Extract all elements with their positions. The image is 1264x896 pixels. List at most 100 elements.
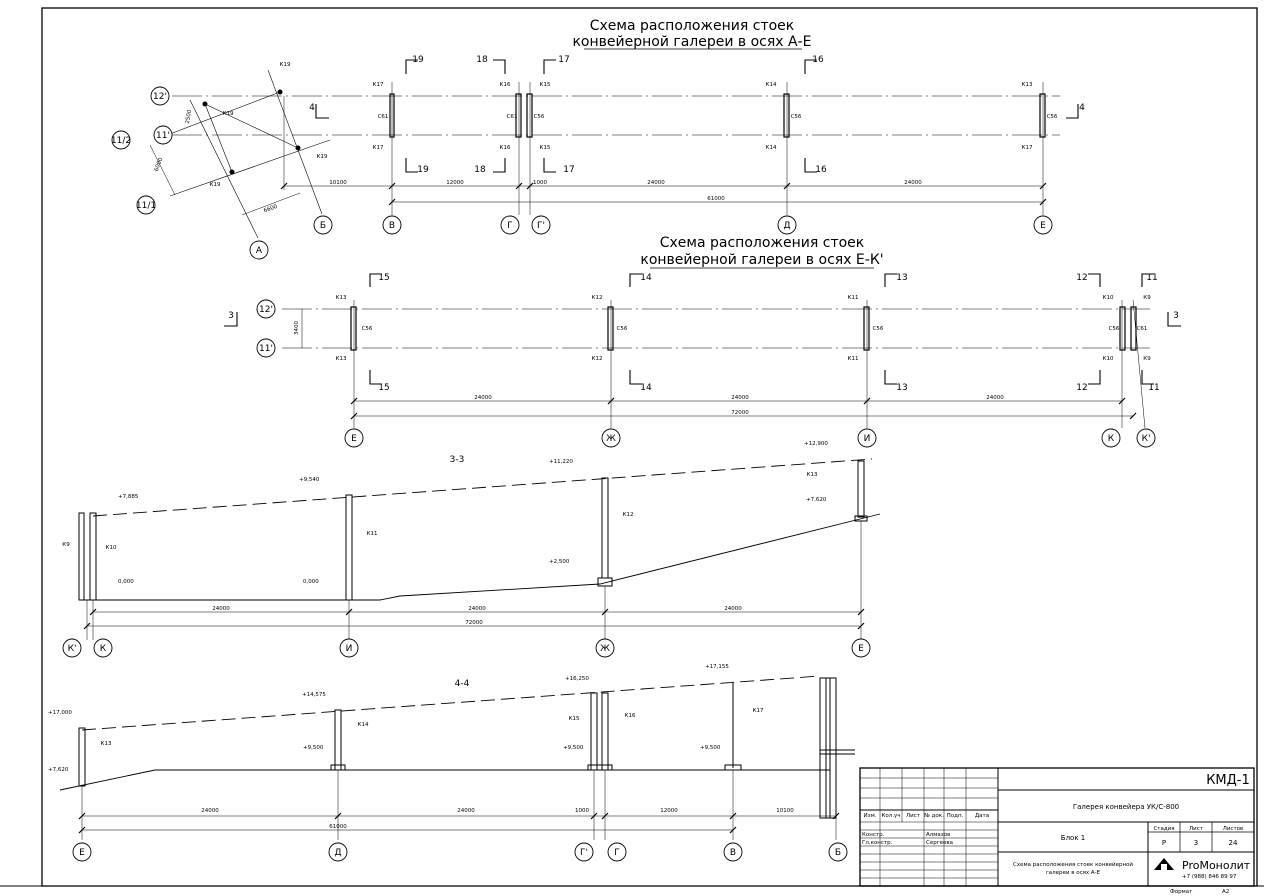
sec44-axis-bubble-4-label: В <box>730 848 736 858</box>
sec44-elev-top-3: +17,155 <box>705 664 729 670</box>
plan1-title-2: конвейерной галереи в осях А-Е <box>572 34 811 50</box>
sec33-axis-bubble-1-label: К <box>100 644 107 654</box>
sec44-axis-bubble-1-label: Д <box>334 848 341 858</box>
plan2-row-bubble-1-label: 11' <box>259 344 273 354</box>
plan2-col-tag-top-3: К10 <box>1103 295 1114 301</box>
plan1-row-bubble-2 <box>111 130 131 150</box>
sec33-axis-bubble-3 <box>595 638 615 658</box>
plan2-section-bottom-3: 12 <box>1076 383 1087 393</box>
plan2-axis-bubble-4-label: К' <box>1142 434 1151 444</box>
sec44-axis-bubble-3-label: Г <box>614 848 620 858</box>
sec33-col-tag-0: К9 <box>62 542 70 548</box>
sec44-elev-low-1: +9,500 <box>303 745 324 751</box>
sec44-axis-bubble-0-label: Е <box>79 848 85 858</box>
stamp-role-1: Гл.констр. <box>862 840 893 846</box>
stamp-block: Блок 1 <box>1061 834 1085 842</box>
plan1-row-bubble-1 <box>153 125 173 145</box>
plan2-title-2: конвейерной галереи в осях Е-К' <box>640 252 883 268</box>
plan2-section-bottom-1: 14 <box>640 383 652 393</box>
sec33-col-tag-2: К11 <box>367 531 378 537</box>
sec33-elev-top-3: +12,900 <box>804 441 828 447</box>
plan1-beam-tag-4: С56 <box>1047 114 1058 120</box>
sec33-elev-top-0: +7,885 <box>118 494 139 500</box>
plan2-col-tag-bottom-4: К9 <box>1143 356 1151 362</box>
plan2-axis-bubble-3 <box>1101 428 1121 448</box>
plan2-dim-2: 24000 <box>986 395 1004 401</box>
plan2-col-tag-bottom-2: К11 <box>848 356 859 362</box>
plan2-col-tag-top-4: К9 <box>1143 295 1151 301</box>
plan2-beam-tag-2: С56 <box>873 326 884 332</box>
stamp-role-0: Констр. <box>862 832 885 838</box>
plan1-oblique-bubble-0 <box>249 240 269 260</box>
plan2-section-bottom-4: 11 <box>1148 383 1159 393</box>
sec33-elev-low-3: +7,620 <box>806 497 827 503</box>
plan1-axis-bubble-0 <box>382 215 402 235</box>
sec44-axis-bubble-1 <box>328 842 348 862</box>
sec44-axis-bubble-3 <box>607 842 627 862</box>
plan1-section-top-0: 19 <box>412 55 424 65</box>
sec44-total-dim: 61000 <box>329 824 347 830</box>
outer-frame <box>41 7 1258 887</box>
sec33-elev-top-1: +9,540 <box>299 477 320 483</box>
plan1-axis-bubble-3-label: Д <box>783 221 790 231</box>
plan1-beam-tag-1: С61 <box>507 114 518 120</box>
plan2-side-mark-right: 3 <box>1173 311 1179 321</box>
sec33-col-tag-4: К13 <box>807 472 818 478</box>
sec44-col-tag-4: К17 <box>753 708 764 714</box>
section-3-3: 3-3 <box>78 455 881 640</box>
plan1-dim-1: 12000 <box>446 180 464 186</box>
plan1-row-bubble-0 <box>150 86 170 106</box>
sec44-col-tag-0: К13 <box>101 741 112 747</box>
plan2-section-bottom-0: 15 <box>378 383 389 393</box>
sec33-elev-top-2: +11,220 <box>549 459 573 465</box>
plan2-section-top-1: 14 <box>640 273 652 283</box>
plan1-axis-bubble-2-label: Г' <box>537 221 545 231</box>
sec44-axis-bubble-2-label: Г' <box>580 848 588 858</box>
sec33-axis-bubble-2-label: И <box>346 644 353 654</box>
plan2-section-top-4: 11 <box>1146 273 1157 283</box>
sec33-elev-low-1: 0,000 <box>303 579 319 585</box>
sec44-elev-top-2: +16,250 <box>565 676 589 682</box>
plan1-beam-tag-3: С56 <box>791 114 802 120</box>
sec33-axis-bubble-1 <box>93 638 113 658</box>
plan1-oblique-bubble-0-label: А <box>256 246 263 256</box>
sec44-title: 4-4 <box>455 679 470 689</box>
sec33-dim-1: 24000 <box>468 606 486 612</box>
sec44-dim-4: 10100 <box>776 808 794 814</box>
plan1-title-1: Схема расположения стоек <box>590 18 795 34</box>
plan2-axis-bubble-0-label: Е <box>351 434 357 444</box>
plan2-axis-bubble-4 <box>1136 428 1156 448</box>
plan2-section-top-2: 13 <box>896 273 907 283</box>
plan2-col-tag-bottom-3: К10 <box>1103 356 1114 362</box>
stamp-name-0: Алмазов <box>926 832 950 838</box>
plan1-col-tag-bottom-4: К17 <box>1022 145 1033 151</box>
sec33-col-tag-1: К10 <box>106 545 117 551</box>
plan1-oblique-tag-1: К19 <box>223 111 234 117</box>
sec33-axis-bubble-4-label: Е <box>858 644 864 654</box>
plan1-col-tag-top-1: К16 <box>500 82 511 88</box>
plan1-row-bubble-3-label: 11/1 <box>136 201 156 211</box>
plan1-axis-bubble-4 <box>1033 215 1053 235</box>
plan1-col-tag-bottom-1: К16 <box>500 145 511 151</box>
plan1-col-tag-bottom-0: К17 <box>373 145 384 151</box>
plan1-section-bottom-1: 18 <box>474 165 486 175</box>
plan1-col-tag-bottom-3: К14 <box>766 145 777 151</box>
stamp-company: ProМонолит <box>1182 859 1251 872</box>
sec44-axis-bubble-4 <box>723 842 743 862</box>
plan1-side-mark-left: 4 <box>309 103 315 113</box>
plan1-oblique-bubble-1 <box>313 215 333 235</box>
plan2-col-tag-bottom-1: К12 <box>592 356 603 362</box>
stamp-project: Галерея конвейера УК/С-800 <box>1073 803 1179 811</box>
sec44-dim-2: 1000 <box>575 808 589 814</box>
plan2-side-mark-left: 3 <box>228 311 234 321</box>
plan2-beam-tag-1: С56 <box>617 326 628 332</box>
sec33-axis-bubble-3-label: Ж <box>600 644 610 654</box>
stamp-stage-label: Стадия <box>1153 826 1174 832</box>
stamp-stage: Р <box>1162 839 1166 847</box>
plan1-section-top-1: 18 <box>476 55 488 65</box>
plan1-axis-bubble-1 <box>500 215 520 235</box>
stamp-phone: +7 (988) 846 89 97 <box>1182 874 1237 880</box>
plan1-oblique-dim-1: 6000 <box>154 157 165 173</box>
section-4-4: 4-4 <box>59 675 855 840</box>
